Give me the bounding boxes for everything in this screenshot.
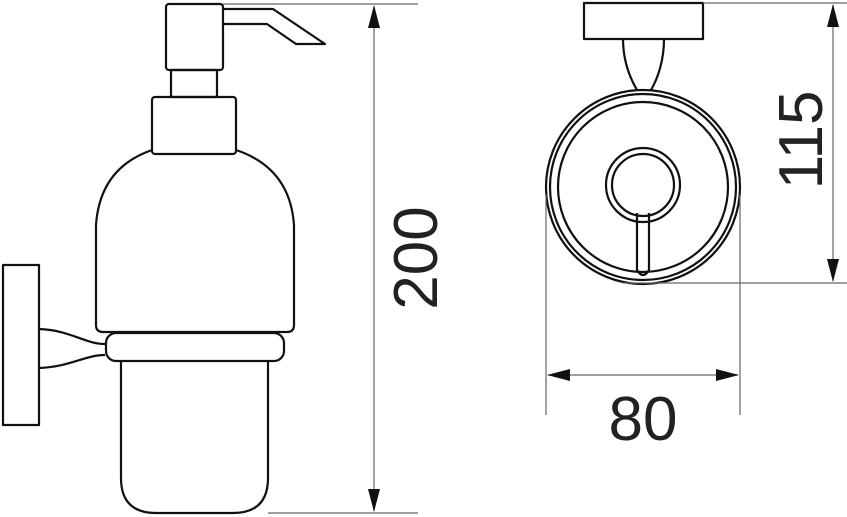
- inner-ring: [556, 100, 730, 274]
- holder-cup: [119, 361, 270, 515]
- arrow-up-icon: [827, 4, 839, 27]
- lever: [635, 213, 651, 277]
- holder-ring: [104, 331, 286, 363]
- knob-ring: [604, 146, 682, 224]
- pump-collar: [150, 95, 238, 156]
- side-view: [1, 2, 327, 515]
- outer-ring: [544, 88, 742, 286]
- dimension-label-115: 115: [767, 91, 836, 190]
- dimension-height-front: 115: [623, 2, 847, 284]
- arrow-up-icon: [368, 5, 380, 28]
- arrow-down-icon: [368, 489, 380, 512]
- front-view: [544, 1, 742, 286]
- mounting-neck: [621, 38, 666, 91]
- mounting-arm: [38, 327, 106, 370]
- arrow-left-icon: [547, 369, 570, 381]
- dimension-label-80: 80: [609, 385, 678, 454]
- pump-stem: [169, 68, 219, 99]
- bottle: [94, 148, 296, 334]
- dimension-height-total: 200: [223, 3, 451, 514]
- arrow-right-icon: [716, 369, 739, 381]
- pump-head: [164, 2, 225, 72]
- dimension-label-200: 200: [382, 206, 451, 309]
- arrow-down-icon: [827, 259, 839, 282]
- wall-plate-front: [582, 1, 705, 41]
- pump-spout: [223, 7, 327, 46]
- wall-plate: [1, 263, 41, 427]
- dimension-width-front: 80: [545, 195, 741, 454]
